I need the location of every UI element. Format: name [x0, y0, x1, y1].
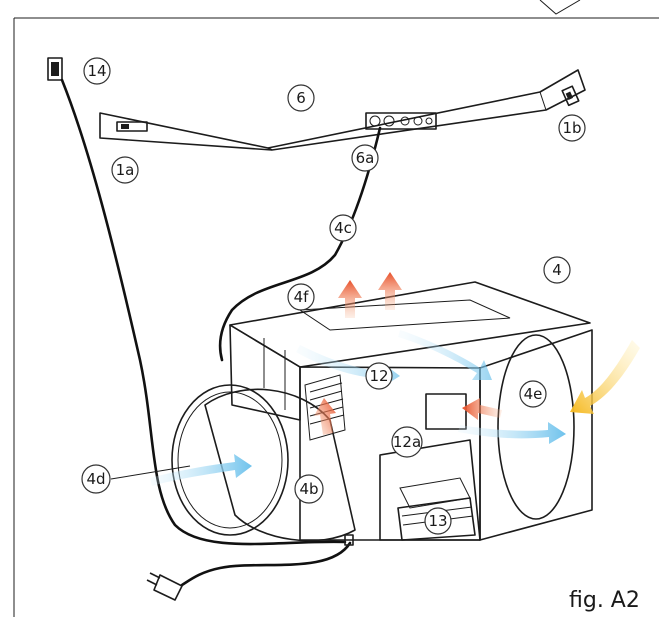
cable-4c — [218, 126, 382, 362]
cool-air-arrow-1 — [150, 454, 252, 486]
hot-air-arrow-4 — [462, 398, 502, 420]
callout-4: 4 — [543, 256, 571, 284]
callout-4c-label: 4c — [334, 219, 352, 237]
callout-6a-label: 6a — [356, 149, 375, 167]
figure-caption: fig. A2 — [569, 588, 640, 613]
callout-4c: 4c — [329, 214, 357, 242]
callout-1a: 1a — [111, 156, 139, 184]
cool-air-arrow-4 — [398, 330, 492, 380]
frame — [13, 0, 659, 617]
callout-1b-label: 1b — [562, 119, 581, 137]
callout-4f: 4f — [287, 283, 315, 311]
callout-14: 14 — [83, 57, 111, 85]
switch-1b — [561, 85, 580, 107]
callout-13-label: 13 — [428, 512, 447, 530]
cable-14 — [60, 78, 347, 546]
control-bar — [99, 69, 586, 151]
callout-4f-label: 4f — [294, 288, 310, 306]
callout-4d: 4d — [81, 464, 111, 494]
callout-4-label: 4 — [552, 261, 562, 279]
unit-housing — [229, 281, 593, 541]
callout-12a: 12a — [391, 426, 423, 458]
callout-6: 6 — [287, 84, 315, 112]
callout-12: 12 — [365, 362, 393, 390]
callout-4d-label: 4d — [86, 470, 105, 488]
callout-4b-label: 4b — [299, 480, 318, 498]
hot-air-arrow-3 — [314, 398, 336, 435]
airflow-arrows — [150, 272, 640, 486]
plug-icon — [146, 572, 183, 601]
callout-14-label: 14 — [87, 62, 106, 80]
leader-4d — [110, 465, 191, 480]
hot-air-arrow-1 — [338, 280, 362, 318]
callout-12-label: 12 — [369, 367, 388, 385]
callout-1a-label: 1a — [116, 161, 135, 179]
callout-12a-label: 12a — [393, 433, 421, 451]
hot-air-arrow-2 — [378, 272, 402, 310]
callout-6a: 6a — [351, 144, 379, 172]
callout-4e: 4e — [519, 380, 547, 408]
callout-4e-label: 4e — [524, 385, 543, 403]
intake-arrow-yellow — [570, 340, 640, 414]
callout-4b: 4b — [294, 474, 324, 504]
callout-6-label: 6 — [296, 89, 306, 107]
connector-14 — [47, 57, 63, 81]
control-panel-6a — [365, 112, 437, 130]
fan-housing — [171, 384, 356, 546]
switch-1a — [116, 121, 148, 132]
cool-air-arrow-2 — [458, 422, 566, 444]
power-cord — [180, 541, 352, 587]
callout-13: 13 — [424, 507, 452, 535]
callout-1b: 1b — [558, 114, 586, 142]
